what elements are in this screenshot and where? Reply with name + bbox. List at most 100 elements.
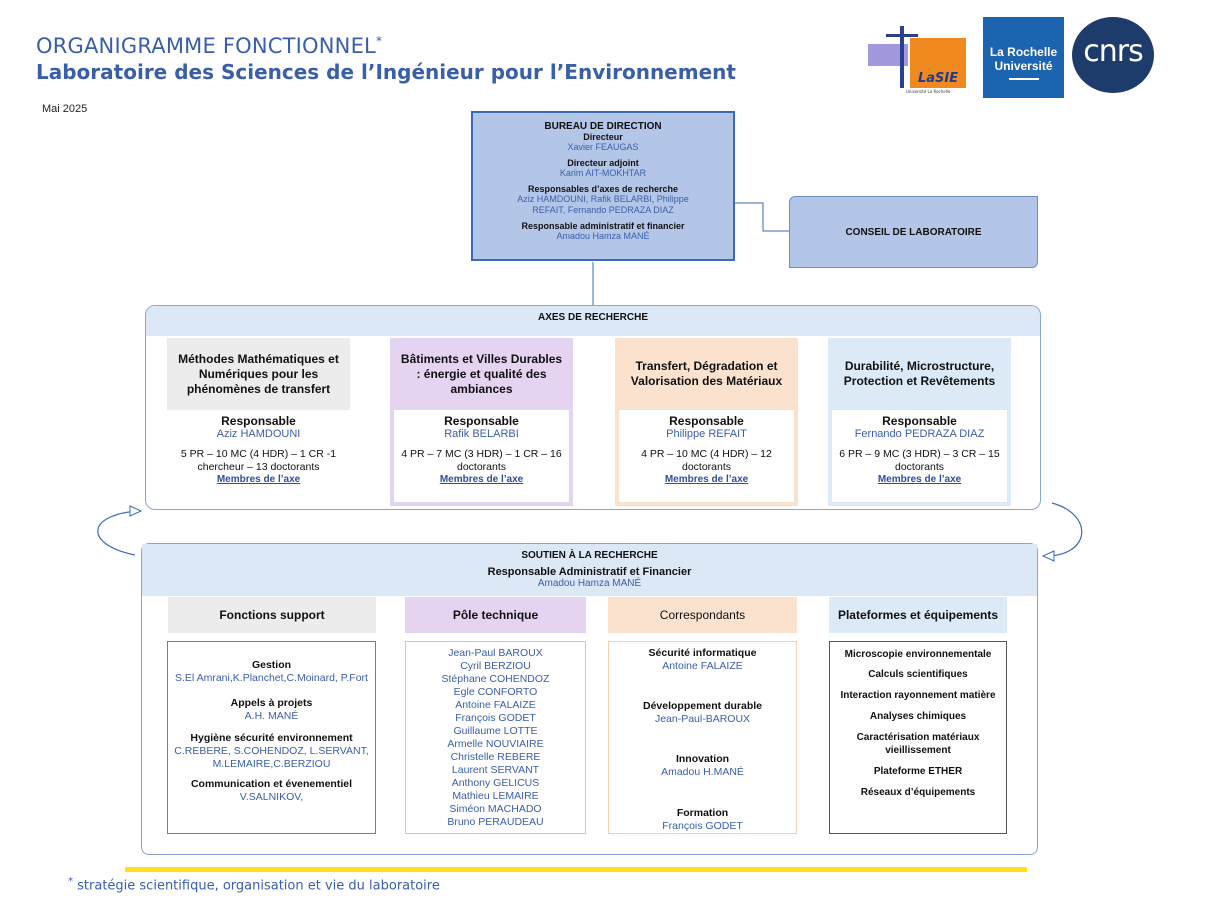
hse-label: Hygiène sécurité environnement [190,732,353,744]
axe-title: Méthodes Mathématiques et Numériques pou… [167,338,350,410]
pole-member: Jean-Paul BAROUX [448,647,543,659]
axe-resp-label: Responsable [444,414,519,428]
axe-body: Responsable Philippe REFAIT 4 PR – 10 MC… [619,410,794,502]
correspondant-name: Jean-Paul-BAROUX [654,713,751,725]
footnote: * stratégie scientifique, organisation e… [68,876,440,893]
axe-body: Responsable Rafik BELARBI 4 PR – 7 MC (3… [394,410,569,502]
admin-role: Responsable administratif et financier [521,221,685,231]
communication-label: Communication et évenementiel [190,778,353,790]
axe-body: Responsable Aziz HAMDOUNI 5 PR – 10 MC (… [171,410,346,502]
axe-members-link[interactable]: Membres de l’axe [877,474,962,485]
axe-card-3: Transfert, Dégradation et Valorisation d… [615,338,798,506]
title-footnote-mark: * [375,34,383,48]
axe-members-link[interactable]: Membres de l’axe [216,474,301,485]
logo-lr-line2: Université [994,59,1053,73]
pole-member: Stéphane COHENDOZ [441,673,550,685]
pole-member: Laurent SERVANT [451,764,540,776]
plateforme-item: Caractérisation matériaux vieillissement [856,732,980,756]
la-rochelle-logo: La Rochelle Université [983,17,1064,98]
plateforme-item: Interaction rayonnement matière [840,690,996,701]
pole-member: Anthony GELICUS [451,777,540,789]
pole-member: Armelle NOUVIAIRE [447,738,544,750]
axe-resp-label: Responsable [882,414,957,428]
axe-title: Transfert, Dégradation et Valorisation d… [615,338,798,410]
soutien-resp-role: Responsable Administratif et Financier [487,566,692,578]
axe-stats: 4 PR – 10 MC (4 HDR) – 12 doctorants [641,448,772,473]
axe-stats: 6 PR – 9 MC (3 HDR) – 3 CR – 15 doctoran… [839,448,1000,473]
axe-resp-name: Fernando PEDRAZA DIAZ [854,428,985,440]
pole-member: Guillaume LOTTE [453,725,538,737]
axe-card-1: Méthodes Mathématiques et Numériques pou… [167,338,350,506]
page-title: ORGANIGRAMME FONCTIONNEL* [36,34,383,58]
fonctions-support-header: Fonctions support [168,597,376,633]
conseil-label: CONSEIL DE LABORATOIRE [845,226,982,238]
axe-members-link[interactable]: Membres de l’axe [664,474,749,485]
axe-stats: 5 PR – 10 MC (4 HDR) – 1 CR -1 chercheur… [180,448,337,473]
axes-responsables-names-1: Aziz HAMDOUNI, Rafik BELARBI, Philippe [517,194,689,204]
axe-resp-name: Aziz HAMDOUNI [216,428,301,440]
axe-card-4: Durabilité, Microstructure, Protection e… [828,338,1011,506]
footnote-mark: * [68,876,73,887]
fonctions-support-list: Gestion S.El Amrani,K.Planchet,C.Moinard… [167,641,376,834]
pole-technique-list: Jean-Paul BAROUX Cyril BERZIOU Stéphane … [405,641,586,834]
adjoint-name: Karim AIT-MOKHTAR [559,168,647,178]
lab-name: Laboratoire des Sciences de l’Ingénieur … [36,60,736,84]
plateforme-item: Réseaux d’équipements [860,787,976,798]
communication-names: V.SALNIKOV, [239,791,304,803]
plateforme-item: Microscopie environnementale [844,649,992,660]
axe-title: Durabilité, Microstructure, Protection e… [828,338,1011,410]
plateforme-item: Plateforme ETHER [873,766,963,777]
axe-resp-label: Responsable [669,414,744,428]
axes-responsables-role: Responsables d’axes de recherche [527,184,679,194]
correspondants-list: Sécurité informatique Antoine FALAIZE Dé… [608,641,797,834]
logo-lr-line1: La Rochelle [989,45,1058,59]
pole-member: Christelle REBERE [450,751,541,763]
pole-member: Antoine FALAIZE [455,699,536,711]
axes-recherche-section [145,305,1041,510]
correspondant-label: Sécurité informatique [648,647,757,659]
soutien-recherche-section [141,543,1038,855]
soutien-title: SOUTIEN À LA RECHERCHE [521,550,658,561]
axe-members-link[interactable]: Membres de l’axe [439,474,524,485]
pole-member: Egle CONFORTO [453,686,538,698]
plateformes-list: Microscopie environnementale Calculs sci… [829,641,1007,834]
appels-names: A.H. MANÉ [244,710,299,722]
correspondant-label: Innovation [675,753,730,765]
lasie-logo-text: LaSIE [918,71,958,86]
adjoint-role: Directeur adjoint [567,158,639,168]
soutien-header: SOUTIEN À LA RECHERCHE Responsable Admin… [142,544,1037,596]
axe-resp-name: Philippe REFAIT [666,428,747,440]
lasie-logo-subtext: Université La Rochelle [906,89,951,94]
pole-member: Bruno PERAUDEAU [447,816,544,828]
conseil-laboratoire-box: CONSEIL DE LABORATOIRE [789,196,1038,268]
gestion-label: Gestion [251,659,292,671]
correspondants-header: Correspondants [608,597,797,633]
date-label: Mai 2025 [42,103,88,115]
directeur-role: Directeur [583,132,623,142]
axe-body: Responsable Fernando PEDRAZA DIAZ 6 PR –… [832,410,1007,502]
bureau-direction-box: BUREAU DE DIRECTION Directeur Xavier FEA… [471,111,735,261]
gestion-names: S.El Amrani,K.Planchet,C.Moinard, P.Fort [175,672,368,684]
footer-bar [125,867,1027,872]
plateforme-item: Analyses chimiques [869,711,967,722]
footnote-text: stratégie scientifique, organisation et … [77,878,440,894]
axes-responsables-names-2: REFAIT, Fernando PEDRAZA DIAZ [532,205,674,215]
pole-technique-header: Pôle technique [405,597,586,633]
axes-recherche-title: AXES DE RECHERCHE [146,306,1040,336]
correspondant-name: Amadou H.MANÉ [661,766,744,778]
plateformes-header: Plateformes et équipements [829,597,1007,633]
correspondant-name: François GODET [662,820,743,832]
axe-title: Bâtiments et Villes Durables : énergie e… [390,338,573,410]
cnrs-logo: cnrs [1072,17,1154,93]
axe-resp-name: Rafik BELARBI [444,428,519,440]
correspondant-label: Développement durable [642,700,763,712]
plateforme-item: Calculs scientifiques [868,669,968,680]
correspondant-label: Formation [676,807,729,819]
directeur-name: Xavier FEAUGAS [567,142,639,152]
hse-names: C.REBERE, S.COHENDOZ, L.SERVANT, M.LEMAI… [174,745,369,770]
pole-member: François GODET [455,712,536,724]
correspondant-name: Antoine FALAIZE [662,660,743,672]
appels-label: Appels à projets [230,697,313,709]
admin-name: Amadou Hamza MANÉ [556,231,650,241]
